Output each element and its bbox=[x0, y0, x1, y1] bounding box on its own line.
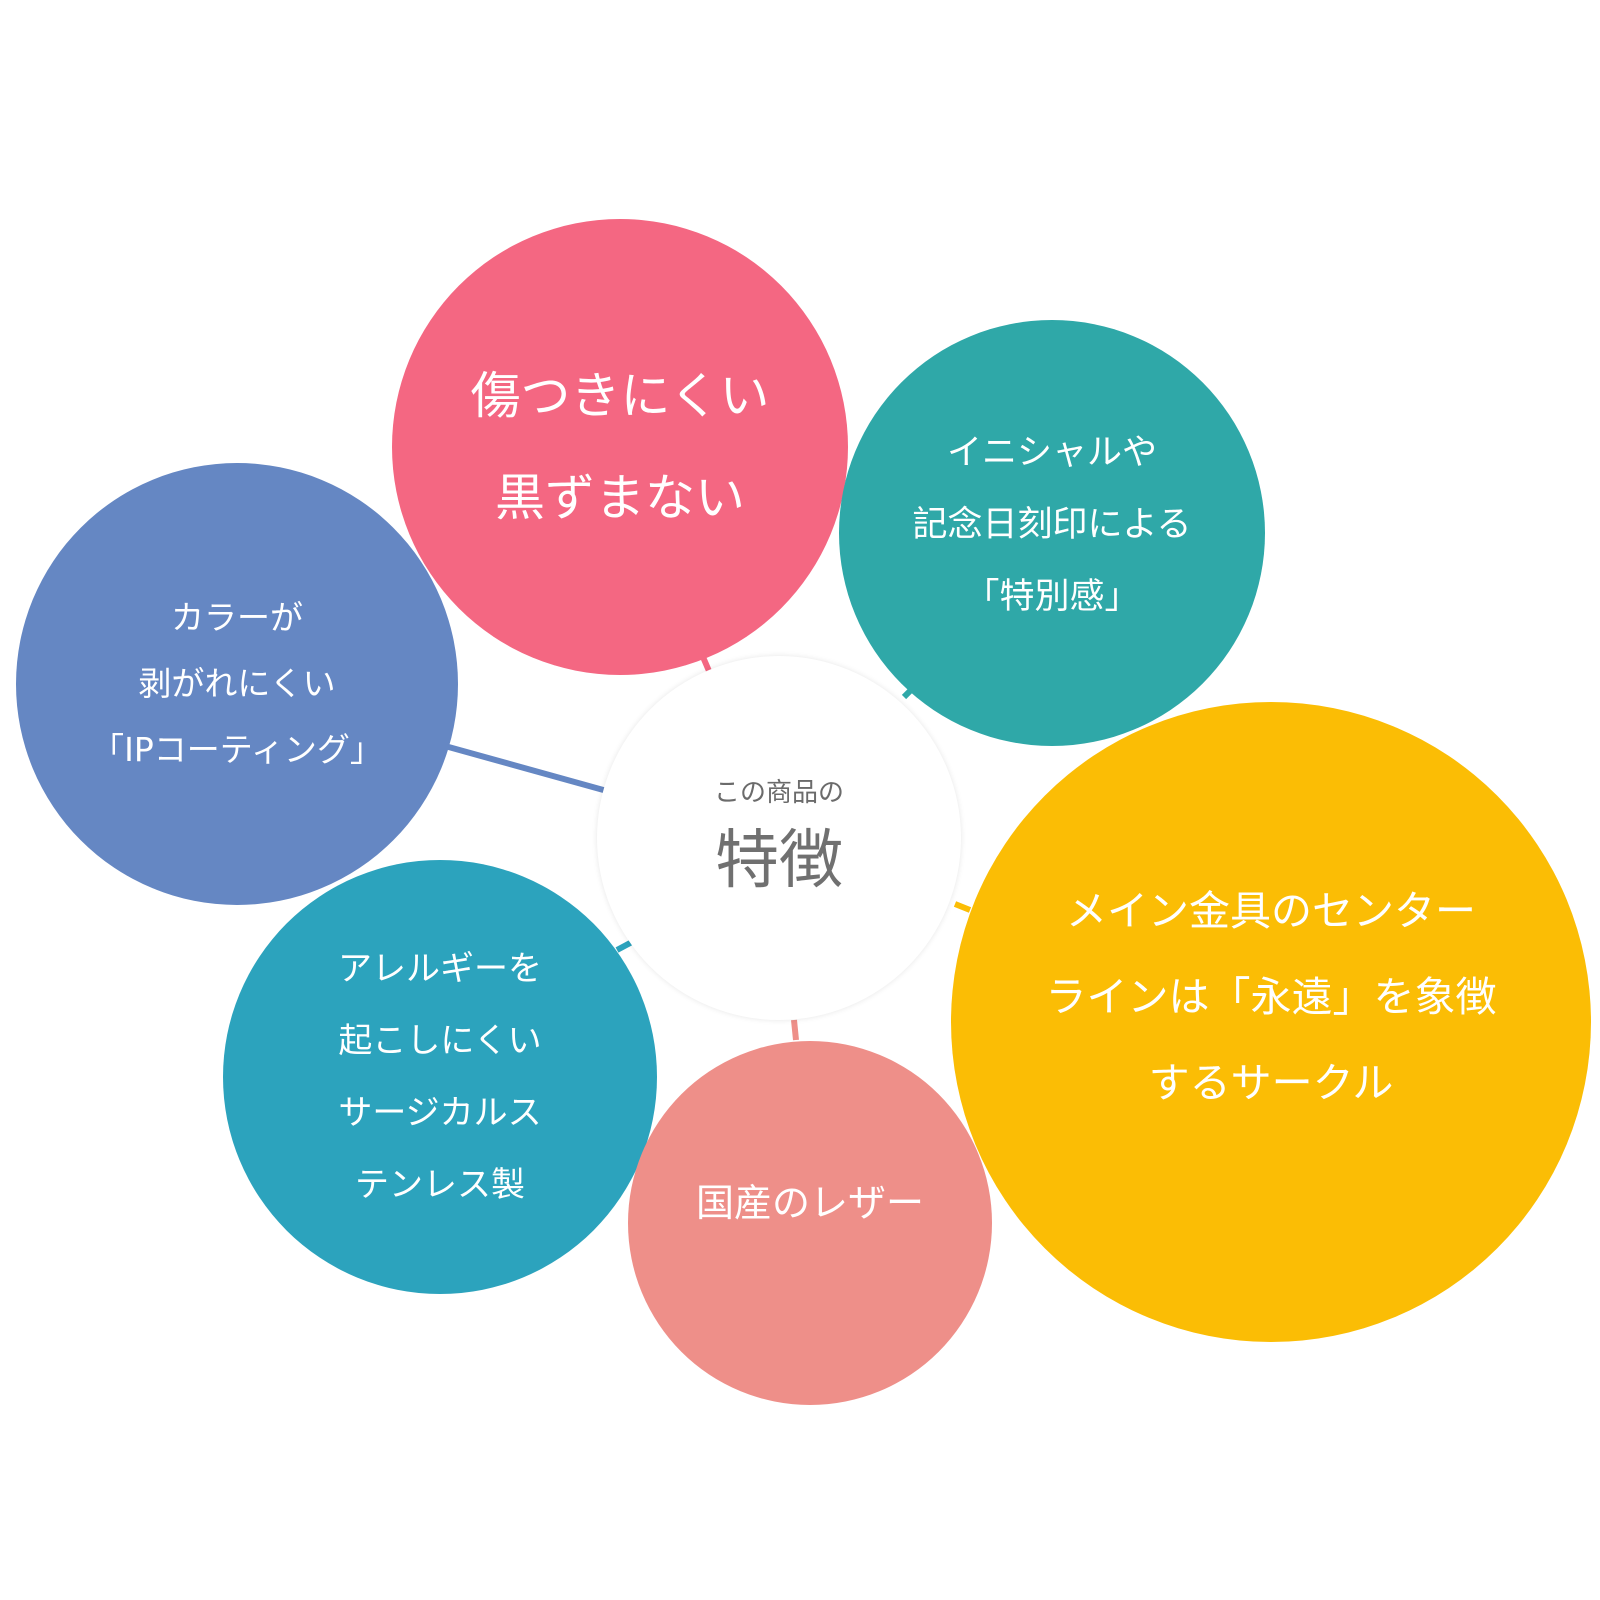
feature-text-line: 剥がれにくい bbox=[138, 664, 336, 703]
feature-text-line: 傷つきにくい bbox=[470, 367, 770, 425]
feature-text-line: テンレス製 bbox=[355, 1165, 525, 1205]
connector-ip bbox=[444, 743, 608, 794]
feature-text-line: 記念日刻印による bbox=[912, 505, 1192, 545]
feature-text-line: 「IPコーティング」 bbox=[91, 730, 383, 769]
feature-bubble-domestic-leather: 国産のレザー bbox=[628, 1041, 992, 1405]
feature-text-line: イニシャルや bbox=[946, 433, 1157, 473]
feature-bubble-surgical-steel: アレルギーを 起こしにくい サージカルス テンレス製 bbox=[223, 860, 657, 1294]
feature-text-line: 起こしにくい bbox=[338, 1021, 542, 1061]
hub-caption: この商品の bbox=[713, 778, 844, 808]
feature-text-line: ラインは「永遠」を象徴 bbox=[1045, 973, 1497, 1021]
feature-text-line: するサークル bbox=[1148, 1059, 1394, 1107]
feature-text-line: 「特別感」 bbox=[964, 577, 1140, 617]
connector-steel bbox=[615, 939, 634, 953]
feature-text-line: 黒ずまない bbox=[495, 469, 745, 527]
feature-text-line: アレルギーを bbox=[338, 949, 542, 989]
feature-text-line: カラーが bbox=[171, 598, 303, 637]
connector-leather bbox=[791, 1019, 799, 1041]
feature-bubble-scratch-resistant: 傷つきにくい 黒ずまない bbox=[392, 219, 848, 675]
center-hub: この商品の 特徴 bbox=[597, 656, 961, 1020]
feature-bubble-ip-coating: カラーが 剥がれにくい 「IPコーティング」 bbox=[16, 463, 458, 905]
feature-bubble-eternity-circle: メイン金具のセンター ラインは「永遠」を象徴 するサークル bbox=[951, 702, 1591, 1342]
feature-text-line: 国産のレザー bbox=[695, 1181, 924, 1225]
hub-title: 特徴 bbox=[715, 824, 843, 898]
feature-text-line: メイン金具のセンター bbox=[1066, 887, 1476, 935]
connector-circle bbox=[953, 901, 972, 913]
feature-bubble-engraving: イニシャルや 記念日刻印による 「特別感」 bbox=[839, 320, 1265, 746]
feature-text-line: サージカルス bbox=[338, 1093, 542, 1133]
